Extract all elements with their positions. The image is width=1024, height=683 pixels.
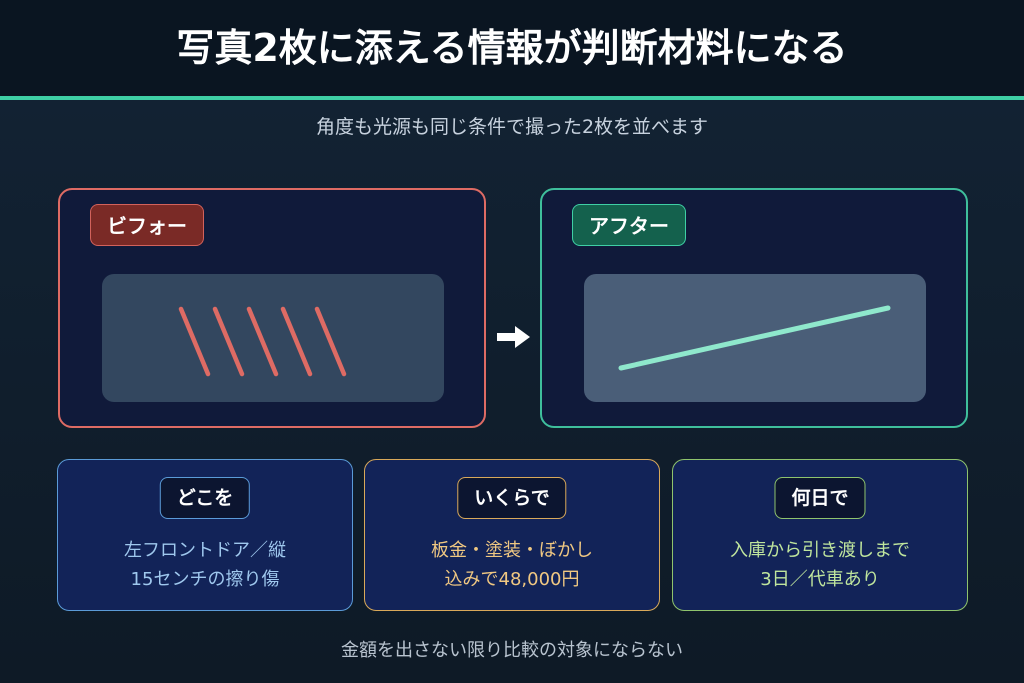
arrow-right-icon bbox=[497, 326, 530, 348]
accent-divider bbox=[0, 96, 1024, 100]
info-card-label: 何日で bbox=[774, 477, 866, 519]
info-card-line: 左フロントドア／縦 bbox=[124, 540, 286, 561]
info-card-line: 板金・塗装・ぼかし bbox=[431, 540, 593, 561]
info-card-text: 入庫から引き渡しまで 3日／代車あり bbox=[673, 536, 967, 594]
info-card-cost: いくらで 板金・塗装・ぼかし 込みで48,000円 bbox=[364, 459, 660, 611]
scratch-marks-icon bbox=[178, 306, 347, 377]
footer-note: 金額を出さない限り比較の対象にならない bbox=[341, 640, 683, 661]
info-card-line: 入庫から引き渡しまで bbox=[730, 540, 910, 561]
info-card-where: どこを 左フロントドア／縦 15センチの擦り傷 bbox=[57, 459, 353, 611]
info-card-label: いくらで bbox=[457, 477, 567, 519]
info-card-line: 込みで48,000円 bbox=[444, 569, 580, 590]
after-photo bbox=[584, 274, 926, 402]
page-title: 写真2枚に添える情報が判断材料になる bbox=[176, 26, 848, 70]
before-tag: ビフォー bbox=[90, 204, 204, 246]
after-tag: アフター bbox=[572, 204, 686, 246]
before-panel: ビフォー bbox=[58, 188, 486, 428]
after-panel: アフター bbox=[540, 188, 968, 428]
info-card-days: 何日で 入庫から引き渡しまで 3日／代車あり bbox=[672, 459, 968, 611]
title-bar bbox=[0, 0, 1024, 96]
info-card-line: 3日／代車あり bbox=[760, 569, 880, 590]
info-card-line: 15センチの擦り傷 bbox=[130, 569, 280, 590]
info-card-label: どこを bbox=[159, 477, 251, 519]
repaired-line-icon bbox=[618, 305, 891, 371]
info-card-text: 板金・塗装・ぼかし 込みで48,000円 bbox=[365, 536, 659, 594]
subtitle: 角度も光源も同じ条件で撮った2枚を並べます bbox=[315, 116, 709, 138]
before-photo bbox=[102, 274, 444, 402]
info-card-text: 左フロントドア／縦 15センチの擦り傷 bbox=[58, 536, 352, 594]
